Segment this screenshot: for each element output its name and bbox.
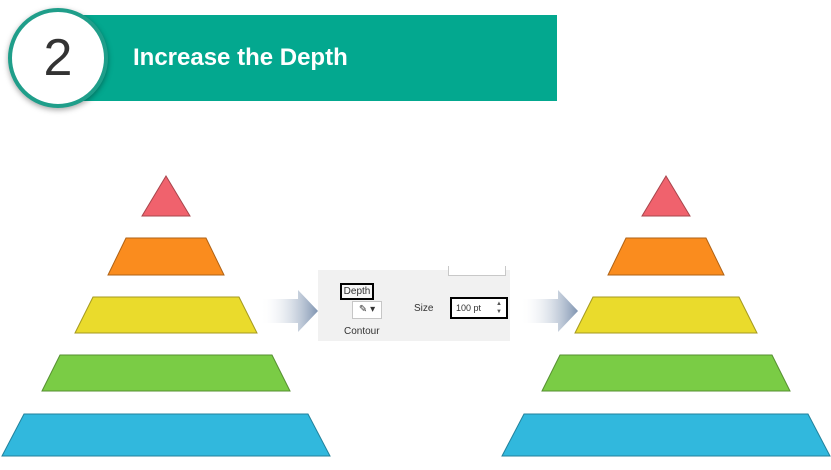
format-shape-panel: Depth ✎ ▾ Contour Size 100 pt ▲▼ [318,266,510,341]
right-pyramid-level-2 [607,237,725,276]
right-pyramid-level-5 [501,413,831,457]
banner-title: Increase the Depth [133,44,348,71]
left-pyramid-level-1 [141,175,191,217]
right-arrow-icon [520,290,578,332]
depth-size-value: 100 pt [456,303,482,313]
left-pyramid-level-2 [107,237,225,276]
left-pyramid-level-4 [41,354,291,392]
depth-label: Depth [340,283,374,300]
right-pyramid-level-3 [574,296,758,334]
right-pyramid-level-1 [641,175,691,217]
right-pyramid-level-4 [541,354,791,392]
fill-color-icon[interactable]: ✎ ▾ [352,301,382,319]
left-pyramid-level-3 [74,296,258,334]
size-label: Size [414,303,434,314]
step-banner [70,15,557,101]
banner-background [70,15,557,101]
panel-top-field [448,266,506,276]
left-pyramid-level-5 [1,413,331,457]
step-number-badge: 2 [8,8,108,108]
spinner-icon[interactable]: ▲▼ [496,301,502,315]
contour-label: Contour [344,326,380,337]
depth-size-input[interactable]: 100 pt ▲▼ [450,297,508,319]
right-arrow-icon [260,290,318,332]
